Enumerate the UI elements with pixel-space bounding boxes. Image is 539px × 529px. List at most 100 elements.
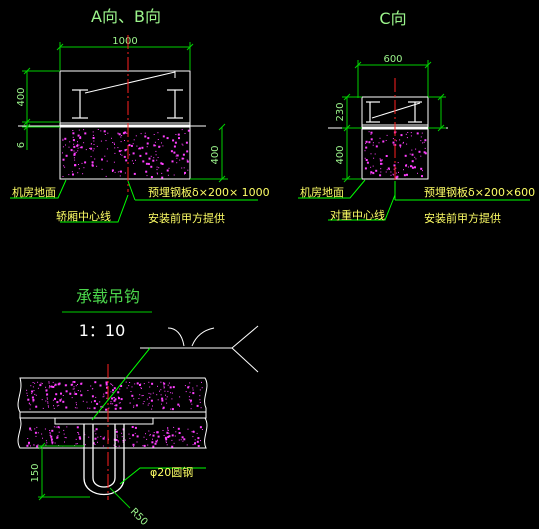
concrete-speck xyxy=(79,147,81,149)
concrete-speck xyxy=(130,144,133,147)
concrete-speck xyxy=(160,389,162,391)
concrete-speck xyxy=(129,402,131,404)
concrete-speck xyxy=(71,171,73,173)
concrete-speck xyxy=(146,398,148,400)
concrete-speck xyxy=(62,152,63,154)
concrete-speck xyxy=(385,155,388,157)
concrete-speck xyxy=(89,147,91,149)
concrete-speck xyxy=(91,401,92,403)
concrete-speck xyxy=(149,397,151,399)
concrete-speck xyxy=(122,440,124,442)
concrete-speck xyxy=(95,428,98,431)
view-ab-center-label: 轿厢中心线 xyxy=(56,209,111,223)
concrete-speck xyxy=(65,406,68,409)
concrete-speck xyxy=(171,445,174,448)
concrete-speck xyxy=(406,173,408,176)
concrete-speck xyxy=(28,402,30,404)
concrete-speck xyxy=(131,394,134,397)
concrete-speck xyxy=(403,141,404,143)
concrete-speck xyxy=(95,433,97,435)
concrete-speck xyxy=(26,444,29,447)
concrete-speck xyxy=(42,407,44,409)
concrete-speck xyxy=(119,388,121,390)
concrete-speck xyxy=(176,157,178,159)
concrete-speck xyxy=(121,154,123,156)
concrete-speck xyxy=(75,438,77,440)
concrete-speck xyxy=(171,434,174,437)
concrete-speck xyxy=(178,432,181,434)
concrete-speck xyxy=(51,443,53,445)
concrete-speck xyxy=(91,388,93,390)
concrete-speck xyxy=(147,162,150,165)
concrete-speck xyxy=(196,432,198,434)
concrete-speck xyxy=(150,176,153,178)
concrete-speck xyxy=(199,399,201,401)
view-hook: 承载吊钩 1：10 150 xyxy=(17,287,259,528)
concrete-speck xyxy=(64,441,65,443)
concrete-speck xyxy=(57,383,60,386)
view-c-left-dimensions xyxy=(342,93,362,183)
concrete-speck xyxy=(88,436,90,438)
concrete-speck xyxy=(136,382,139,385)
concrete-speck xyxy=(421,175,423,178)
concrete-speck xyxy=(125,159,128,162)
concrete-speck xyxy=(113,161,115,163)
concrete-speck xyxy=(370,133,372,135)
concrete-speck xyxy=(120,153,121,155)
concrete-speck xyxy=(145,170,148,173)
concrete-speck xyxy=(157,132,159,134)
concrete-speck xyxy=(200,440,201,442)
concrete-speck xyxy=(154,141,156,143)
concrete-speck xyxy=(144,135,147,138)
concrete-speck xyxy=(90,147,93,150)
concrete-speck xyxy=(370,153,372,155)
concrete-speck xyxy=(105,408,108,411)
concrete-speck xyxy=(117,133,119,135)
concrete-speck xyxy=(73,381,76,383)
concrete-speck xyxy=(153,157,155,159)
concrete-speck xyxy=(398,171,399,173)
concrete-speck xyxy=(104,134,106,135)
concrete-speck xyxy=(73,143,75,145)
concrete-speck xyxy=(165,438,168,441)
concrete-speck xyxy=(63,429,65,431)
concrete-speck xyxy=(114,147,116,149)
concrete-speck xyxy=(28,403,30,405)
concrete-speck xyxy=(187,386,190,389)
concrete-speck xyxy=(45,440,47,442)
concrete-speck xyxy=(121,150,123,152)
view-ab-sling-line xyxy=(84,71,176,94)
concrete-speck xyxy=(119,402,121,404)
hook-bearing-plate xyxy=(54,417,154,425)
concrete-speck xyxy=(32,386,34,388)
hook-embedded-plate xyxy=(19,411,207,419)
concrete-speck xyxy=(418,150,421,153)
concrete-speck xyxy=(72,173,74,176)
concrete-speck xyxy=(31,396,34,399)
view-c-leaders xyxy=(298,179,530,221)
concrete-speck xyxy=(379,174,382,177)
concrete-speck xyxy=(167,429,169,431)
hook-title: 承载吊钩 xyxy=(76,287,140,306)
concrete-speck xyxy=(157,435,160,438)
concrete-speck xyxy=(156,169,158,171)
hook-leader-top xyxy=(91,347,151,421)
concrete-speck xyxy=(201,381,202,383)
concrete-speck xyxy=(92,131,94,133)
concrete-speck xyxy=(181,143,183,145)
concrete-speck xyxy=(423,141,425,143)
concrete-speck xyxy=(121,432,123,434)
concrete-speck xyxy=(122,441,124,443)
concrete-speck xyxy=(162,382,164,384)
concrete-speck xyxy=(420,167,423,170)
hook-concrete-hatch xyxy=(26,381,203,448)
concrete-speck xyxy=(29,427,32,430)
concrete-speck xyxy=(160,394,162,396)
concrete-speck xyxy=(187,428,189,430)
concrete-speck xyxy=(78,129,80,131)
concrete-speck xyxy=(31,393,33,395)
concrete-speck xyxy=(175,431,177,433)
concrete-speck xyxy=(63,433,65,435)
hook-depth-label: 150 xyxy=(30,463,41,482)
